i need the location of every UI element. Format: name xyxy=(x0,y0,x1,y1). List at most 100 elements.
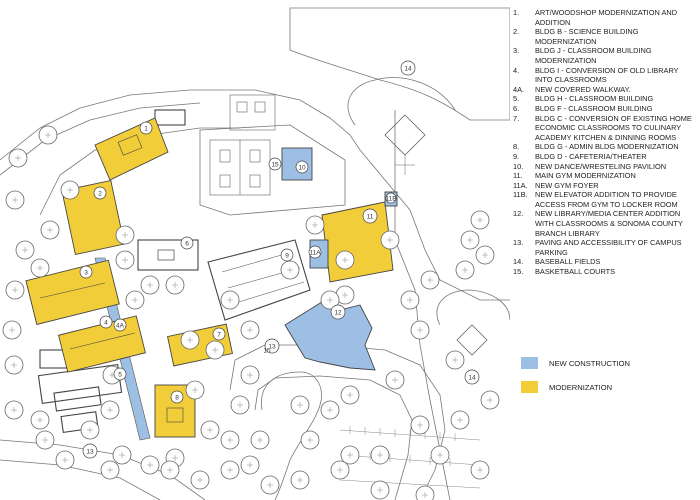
tree-mark xyxy=(297,477,303,483)
tree-mark xyxy=(37,265,43,271)
tree-mark xyxy=(132,297,138,303)
tree-mark xyxy=(237,402,243,408)
new-construction-buildings xyxy=(281,147,398,371)
building-number-label: 14 xyxy=(468,374,476,381)
label-circle xyxy=(330,304,346,320)
tree-mark xyxy=(45,132,51,138)
label-circle xyxy=(362,208,378,224)
legend-item: 10.NEW DANCE/WRESTELING PAVILION xyxy=(513,162,698,172)
tree-mark xyxy=(407,297,413,303)
legend-item-number: 9. xyxy=(513,151,520,161)
label-circle xyxy=(212,327,226,341)
tree-mark xyxy=(297,402,303,408)
tree-mark xyxy=(9,327,15,333)
label-circle xyxy=(385,192,397,204)
tree-mark xyxy=(87,427,93,433)
building-1 xyxy=(94,117,169,181)
building-number-label: 11A xyxy=(309,249,321,256)
north-road xyxy=(0,102,201,176)
building-number-label: 4A xyxy=(116,322,125,329)
building-number-label: 15 xyxy=(271,161,279,168)
legend-item: 2.BLDG B - SCIENCE BUILDING MODERNIZATIO… xyxy=(513,27,698,46)
legend-item: 13.PAVING AND ACCESSIBILITY OF CAMPUS PA… xyxy=(513,238,698,257)
tree-mark xyxy=(392,377,398,383)
legend-item-number: 15. xyxy=(513,267,524,277)
building-number-label: 10 xyxy=(298,164,306,171)
legend-item: 11A.NEW GYM FOYER xyxy=(513,181,698,191)
tree-mark xyxy=(307,437,313,443)
legend-item-number: 11. xyxy=(513,171,523,181)
tree-mark xyxy=(347,392,353,398)
legend-item-number: 11B. xyxy=(513,190,528,200)
site-boundary xyxy=(0,89,510,301)
tree-mark xyxy=(247,327,253,333)
legend-item-number: 3. xyxy=(513,46,520,56)
modernization-swatch xyxy=(521,381,538,393)
tree-mark xyxy=(452,357,458,363)
legend-item-text: BLDG I - CONVERSION OF OLD LIBRARY INTO … xyxy=(535,65,679,85)
building-number-label: 8 xyxy=(175,394,179,401)
legend-item-text: BASEBALL FIELDS xyxy=(535,257,601,267)
tree-mark xyxy=(467,237,473,243)
legend-item-number: 8. xyxy=(513,142,520,152)
drop-off-loop xyxy=(261,371,322,500)
tree-mark xyxy=(287,267,293,273)
building-number-label: 14 xyxy=(404,65,412,72)
tree-mark xyxy=(227,467,233,473)
building-6 xyxy=(137,239,199,271)
south-road-2 xyxy=(0,459,161,500)
legend-item: 15.BASKETBALL COURTS xyxy=(513,267,698,277)
tree-mark xyxy=(342,257,348,263)
tree-mark xyxy=(107,407,113,413)
tree-mark xyxy=(477,467,483,473)
label-circle xyxy=(308,245,322,259)
building-2 xyxy=(61,179,125,256)
tree-mark xyxy=(119,452,125,458)
legend-item: 12.NEW LIBRARY/MEDIA CENTER ADDITION WIT… xyxy=(513,209,698,238)
legend-item: 5.BLDG H - CLASSROOM BUILDING xyxy=(513,94,698,104)
legend-item: 4.BLDG I - CONVERSION OF OLD LIBRARY INT… xyxy=(513,66,698,85)
parking-stalls xyxy=(339,426,481,489)
tree-mark xyxy=(12,197,18,203)
building-number-label: 9 xyxy=(285,252,289,259)
legend-item-text: BLDG F - CLASSROOM BUILDING xyxy=(535,103,653,113)
legend-item: 6.BLDG F - CLASSROOM BUILDING xyxy=(513,104,698,114)
legend-item: 1.ART/WOODSHOP MODERNIZATION AND ADDITIO… xyxy=(513,8,698,27)
label-circle xyxy=(82,443,98,459)
label-circle xyxy=(295,160,309,174)
legend-item: 14. BASEBALL FIELDS xyxy=(513,257,698,267)
label-circle xyxy=(113,318,127,332)
legend-item-text: BLDG C - CONVERSION OF EXISTING HOME ECO… xyxy=(535,113,692,142)
label-circle xyxy=(99,315,113,329)
court-enclosure xyxy=(199,124,346,216)
tree-mark xyxy=(227,297,233,303)
building-number-label: 13 xyxy=(268,343,276,350)
tree-mark xyxy=(187,337,193,343)
tree-mark xyxy=(337,467,343,473)
tree-mark xyxy=(42,437,48,443)
label-circle xyxy=(113,367,127,381)
legend-item-number: 2. xyxy=(513,27,520,37)
tree-mark xyxy=(12,287,18,293)
legend-item-text: BLDG D - CAFETERIA/THEATER xyxy=(535,151,647,161)
tree-mark xyxy=(457,417,463,423)
small-building-north xyxy=(154,109,186,126)
legend-item-number: 13. xyxy=(513,238,524,248)
tree-mark xyxy=(37,417,43,423)
tree-mark xyxy=(172,282,178,288)
legend-item-number: 14. xyxy=(513,257,524,267)
tree-mark xyxy=(67,187,73,193)
key-modernization: MODERNIZATION xyxy=(521,381,612,393)
legend-item-text: NEW ELEVATOR ADDITION TO PROVIDE ACCESS … xyxy=(535,190,678,209)
tree-mark xyxy=(377,452,383,458)
legend-item: 4A.NEW COVERED WALKWAY. xyxy=(513,85,698,95)
tree-mark xyxy=(462,267,468,273)
tree-mark xyxy=(197,477,203,483)
tree-mark xyxy=(247,462,253,468)
tree-mark xyxy=(147,282,153,288)
tree-mark xyxy=(482,252,488,258)
tree-mark xyxy=(387,237,393,243)
tree-mark xyxy=(247,372,253,378)
